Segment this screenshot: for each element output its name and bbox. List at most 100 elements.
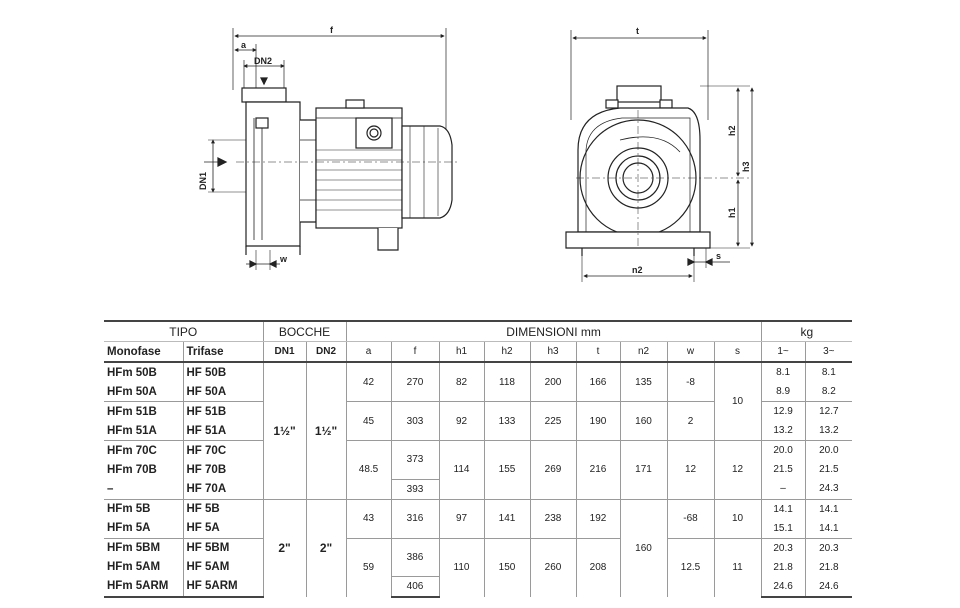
cell-dn1: 2"	[262, 498, 307, 597]
cell-trifase: HF 51A	[182, 421, 264, 441]
table-row: HFm 5B HF 5B 2" 2" 43 316 97 141 238 192…	[104, 498, 853, 597]
cell-h3: 260	[529, 537, 577, 597]
cell-a: 43	[345, 498, 392, 538]
cell-trifase: HF 5BM	[182, 537, 264, 558]
pump-front-view	[565, 30, 754, 282]
col-header-w: w	[666, 341, 715, 363]
cell-trifase: HF 5ARM	[182, 576, 264, 598]
cell-f: 393	[390, 478, 440, 499]
cell-h3: 269	[529, 440, 577, 499]
header-tipo: TIPO	[104, 320, 264, 342]
cell-t: 190	[575, 401, 621, 441]
table-row: HFm 51A HF 51A 13.2 13.2	[104, 421, 853, 441]
dim-label-t: t	[636, 26, 639, 36]
cell-monofase: HFm 5A	[104, 518, 184, 538]
dim-label-dn1: DN1	[198, 172, 208, 190]
table-row: HFm 70B HF 70B 21.5 21.5	[104, 460, 853, 479]
header-dimensioni: DIMENSIONI mm	[345, 320, 762, 342]
cell-a: 42	[345, 362, 392, 402]
cell-kg1: 13.2	[760, 421, 806, 441]
cell-h2: 150	[483, 537, 531, 597]
table-row: HFm 51B HF 51B 45 303 92 133 225 190 160…	[104, 401, 853, 441]
col-header-f: f	[390, 341, 440, 363]
cell-kg1: 8.9	[760, 382, 806, 402]
cell-f: 270	[390, 362, 440, 402]
cell-kg1: 12.9	[760, 401, 806, 421]
cell-monofase: HFm 5BM	[104, 537, 184, 558]
dim-label-h2: h2	[727, 125, 737, 136]
col-header-h1: h1	[438, 341, 485, 363]
cell-f: 373	[390, 440, 440, 479]
cell-kg1: –	[760, 479, 806, 499]
cell-kg3: 20.0	[804, 440, 853, 460]
table-row: – HF 70A 393 – 24.3	[104, 478, 853, 499]
cell-monofase: HFm 5AM	[104, 557, 184, 577]
cell-kg1: 14.1	[760, 498, 806, 519]
cell-a: 59	[345, 537, 392, 597]
cell-t: 192	[575, 498, 621, 538]
cell-kg3: 8.2	[804, 382, 853, 402]
cell-h3: 238	[529, 498, 577, 538]
col-header-t: t	[575, 341, 621, 363]
cell-h1: 110	[438, 537, 485, 597]
cell-trifase: HF 70A	[182, 479, 264, 499]
cell-t: 166	[575, 362, 621, 402]
cell-kg1: 8.1	[760, 362, 806, 382]
dim-label-f: f	[330, 25, 334, 35]
cell-monofase: HFm 70C	[104, 440, 184, 460]
cell-trifase: HF 70C	[182, 440, 264, 460]
cell-trifase: HF 50A	[182, 382, 264, 402]
cell-f: 316	[390, 498, 440, 538]
col-header-h3: h3	[529, 341, 577, 363]
col-header-h2: h2	[483, 341, 531, 363]
col-header-dn2: DN2	[305, 341, 347, 363]
cell-kg1: 24.6	[760, 576, 806, 598]
cell-w: 12	[666, 440, 715, 499]
cell-kg1: 20.0	[760, 440, 806, 460]
cell-f: 406	[390, 576, 440, 598]
cell-n2: 160	[619, 498, 668, 597]
cell-kg3: 21.8	[804, 557, 853, 577]
cell-kg3: 24.6	[804, 576, 853, 598]
cell-h1: 114	[438, 440, 485, 499]
dim-label-n2: n2	[632, 265, 643, 275]
cell-monofase: HFm 70B	[104, 460, 184, 479]
table-row: HFm 5AM HF 5AM 21.8 21.8	[104, 557, 853, 577]
cell-h1: 82	[438, 362, 485, 402]
dim-label-w: w	[279, 254, 288, 264]
col-header-n2: n2	[619, 341, 668, 363]
cell-n2: 171	[619, 440, 668, 499]
cell-h3: 225	[529, 401, 577, 441]
cell-kg3: 14.1	[804, 498, 853, 519]
cell-w: -8	[666, 362, 715, 402]
col-header-dn1: DN1	[262, 341, 307, 363]
cell-kg1: 21.5	[760, 460, 806, 479]
table-row: HFm 50B HF 50B 1½" 1½" 42 270 82 118 200…	[104, 362, 853, 499]
dim-label-dn2: DN2	[254, 56, 272, 66]
col-header-kg3: 3~	[804, 341, 853, 363]
cell-f: 386	[390, 537, 440, 577]
cell-h2: 141	[483, 498, 531, 538]
cell-s: 12	[713, 440, 762, 499]
cell-f: 303	[390, 401, 440, 441]
cell-monofase: HFm 5ARM	[104, 576, 184, 598]
cell-h1: 97	[438, 498, 485, 538]
table-row: HFm 5BM HF 5BM 59 386 110 150 260 208 12…	[104, 537, 853, 597]
cell-kg3: 21.5	[804, 460, 853, 479]
cell-kg1: 21.8	[760, 557, 806, 577]
cell-s: 11	[713, 537, 762, 597]
cell-h2: 133	[483, 401, 531, 441]
cell-trifase: HF 50B	[182, 362, 264, 382]
cell-kg3: 8.1	[804, 362, 853, 382]
cell-kg1: 15.1	[760, 518, 806, 538]
table-row: HFm 5ARM HF 5ARM 406 24.6 24.6	[104, 576, 853, 598]
cell-kg3: 24.3	[804, 479, 853, 499]
col-header-monofase: Monofase	[104, 341, 184, 363]
cell-kg3: 13.2	[804, 421, 853, 441]
dim-label-h3: h3	[741, 161, 751, 172]
dim-label-s: s	[716, 251, 721, 261]
cell-s: 10	[713, 362, 762, 441]
cell-monofase: HFm 51A	[104, 421, 184, 441]
cell-h3: 200	[529, 362, 577, 402]
cell-dn2: 2"	[305, 498, 347, 597]
